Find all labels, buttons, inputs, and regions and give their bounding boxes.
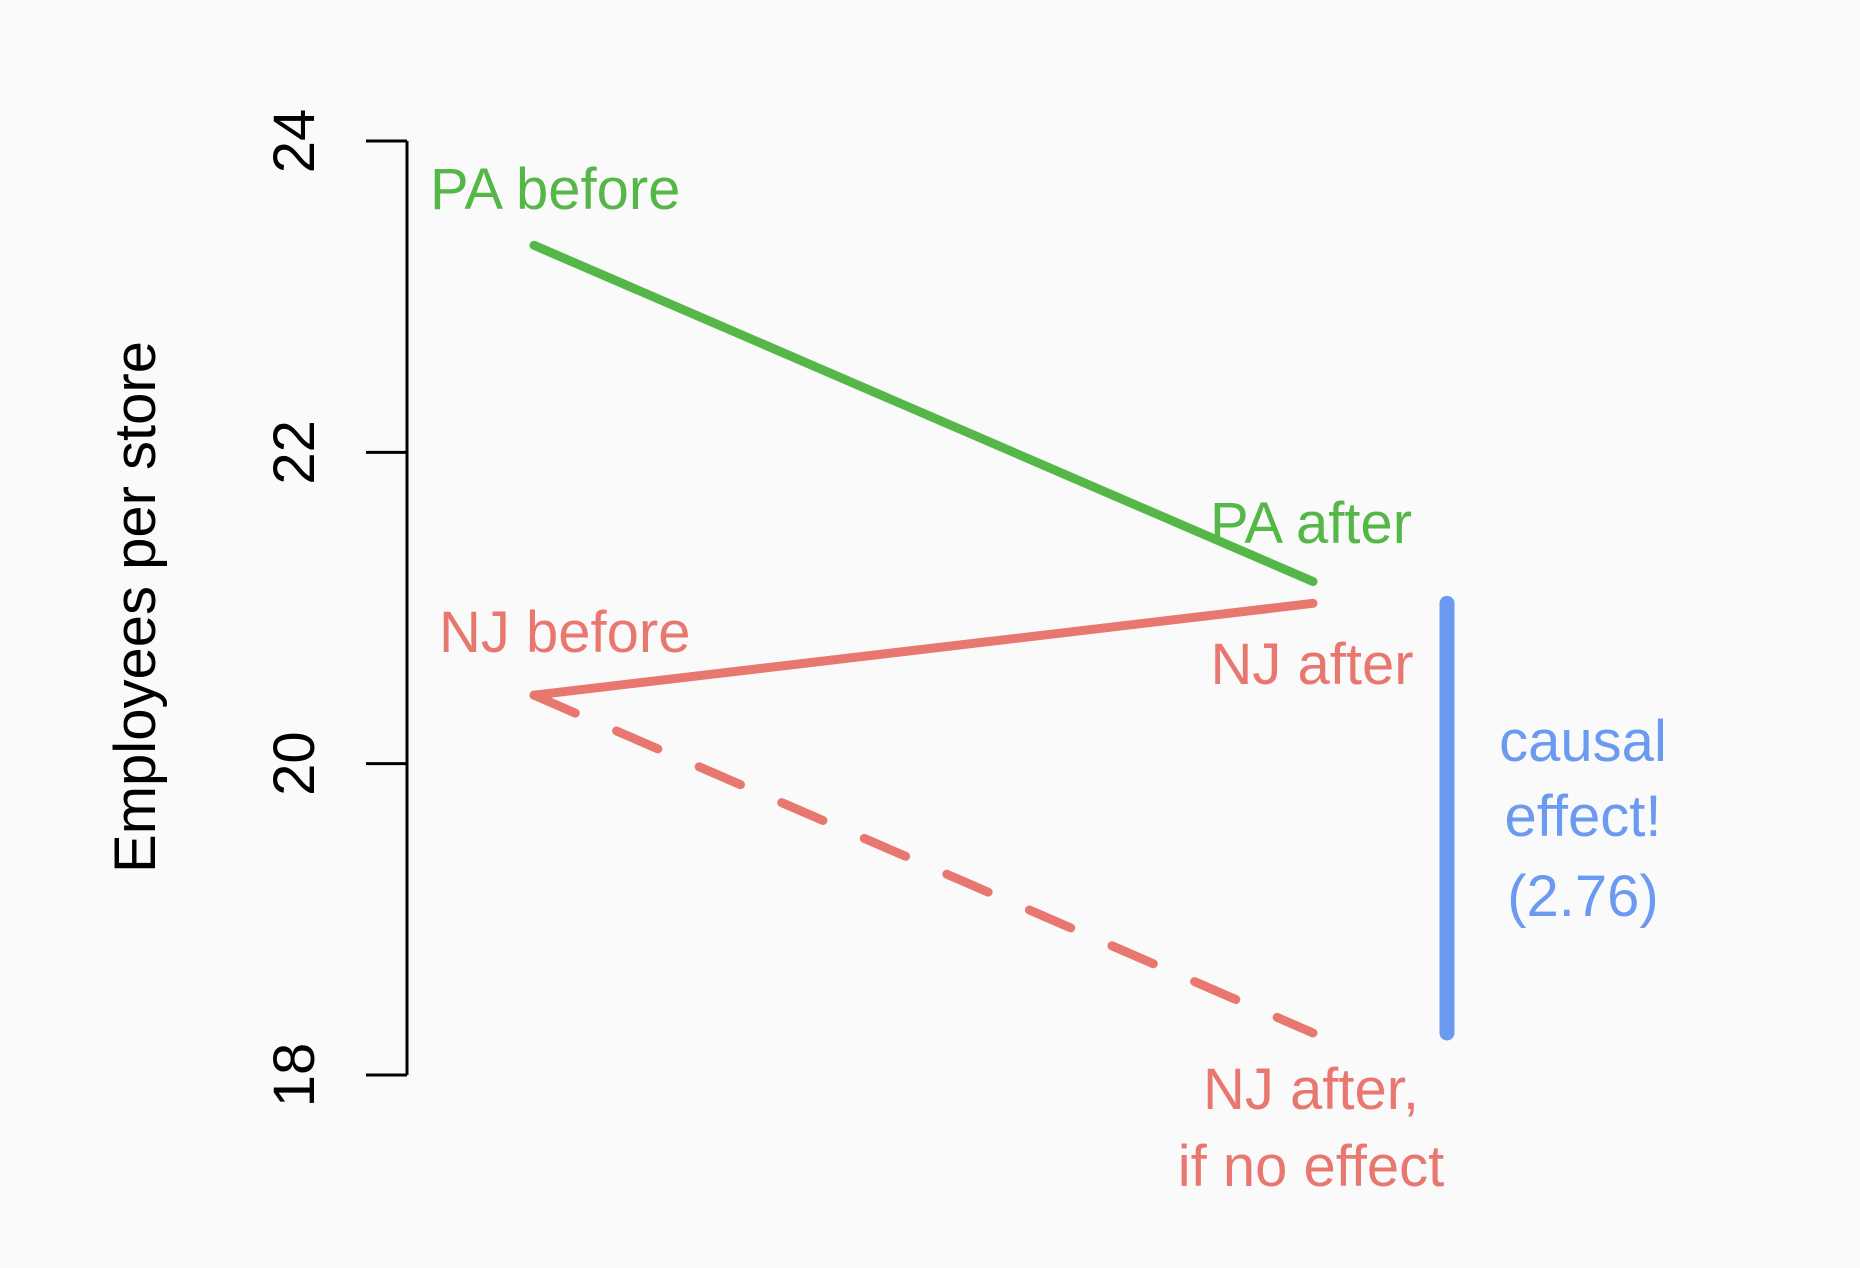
label-pa-after: PA after: [1210, 491, 1412, 556]
y-axis-title: Employees per store: [103, 341, 168, 873]
y-tick-label: 18: [262, 1043, 327, 1108]
y-tick-label: 22: [262, 420, 327, 485]
y-tick-label: 24: [262, 109, 327, 174]
label-nj-after: NJ after: [1210, 632, 1413, 697]
label-pa-before: PA before: [430, 157, 680, 222]
annotation-line-3: (2.76): [1507, 864, 1659, 929]
series-line-pa: [529, 240, 1318, 587]
label-nj-counterfactual-2: if no effect: [1178, 1134, 1445, 1199]
label-nj-counterfactual-1: NJ after,: [1203, 1057, 1419, 1122]
annotation-line-1: causal: [1499, 709, 1667, 774]
y-axis: 18 20 22 24: [262, 109, 409, 1108]
y-tick-label: 20: [262, 731, 327, 796]
label-nj-before: NJ before: [439, 600, 690, 665]
annotation-line-2: effect!: [1505, 784, 1662, 849]
series-line-nj: [529, 598, 1318, 700]
series-lines: [529, 240, 1455, 1041]
